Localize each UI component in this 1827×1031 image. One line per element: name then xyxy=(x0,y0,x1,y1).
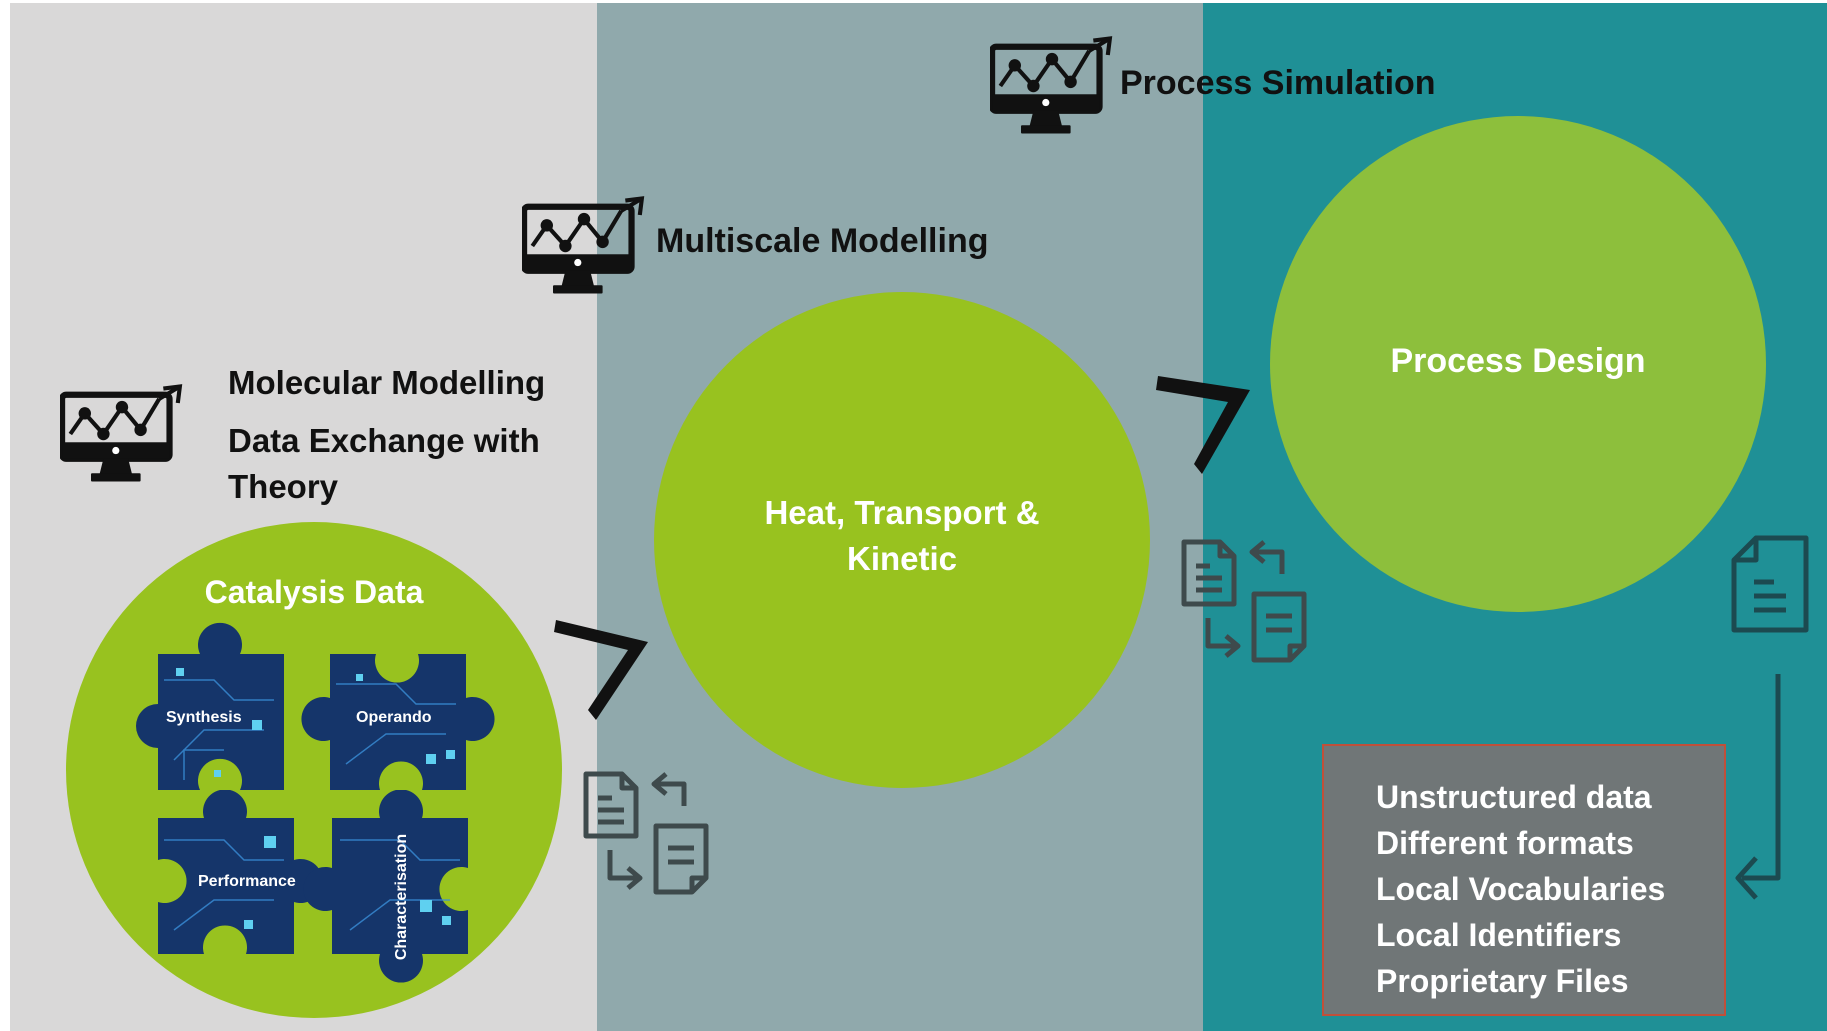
return-arrow-icon xyxy=(1730,672,1820,902)
multiscale-monitor-icon xyxy=(522,194,646,298)
puzzle-piece-synthesis xyxy=(124,620,296,792)
heat-transport-circle xyxy=(654,292,1150,788)
catalysis-data-title: Catalysis Data xyxy=(204,574,424,610)
puzzle-piece-characterisation xyxy=(300,790,472,990)
process-design-label: Process Design xyxy=(1390,342,1646,380)
issue-item: Proprietary Files xyxy=(1376,963,1629,999)
heat-transport-label-line2: Kinetic xyxy=(846,540,958,577)
chevron-right-icon xyxy=(554,614,650,722)
data-issues-box: Unstructured data Different formats Loca… xyxy=(1322,744,1726,1016)
molecular-monitor-icon xyxy=(60,382,184,486)
document-exchange-icon-2 xyxy=(1180,534,1314,664)
document-icon xyxy=(1730,534,1810,634)
issue-item: Local Vocabularies xyxy=(1376,871,1666,907)
puzzle-label-synthesis: Synthesis xyxy=(166,709,242,726)
heat-transport-label-line1: Heat, Transport & xyxy=(764,494,1040,531)
data-exchange-label-line1: Data Exchange with xyxy=(228,422,540,459)
issue-item: Unstructured data xyxy=(1376,779,1652,815)
multiscale-modelling-label: Multiscale Modelling xyxy=(656,222,989,260)
catalysis-data-circle xyxy=(66,522,562,1018)
puzzle-piece-operando xyxy=(296,654,502,792)
molecular-modelling-label: Molecular Modelling xyxy=(228,364,546,401)
issue-item: Different formats xyxy=(1376,825,1634,861)
process-simulation-label: Process Simulation xyxy=(1120,64,1436,102)
puzzle-label-performance: Performance xyxy=(198,873,296,890)
issue-item: Local Identifiers xyxy=(1376,917,1622,953)
puzzle-piece-performance xyxy=(124,790,330,956)
process-simulation-monitor-icon xyxy=(990,34,1114,138)
document-exchange-icon xyxy=(582,766,716,896)
data-issues-list: Unstructured data Different formats Loca… xyxy=(1324,746,1724,1004)
puzzle-label-operando: Operando xyxy=(356,709,432,726)
process-design-circle xyxy=(1270,116,1766,612)
data-exchange-label-line2: Theory xyxy=(228,468,339,505)
chevron-right-icon-2 xyxy=(1156,372,1252,476)
puzzle-label-characterisation: Characterisation xyxy=(393,833,410,961)
